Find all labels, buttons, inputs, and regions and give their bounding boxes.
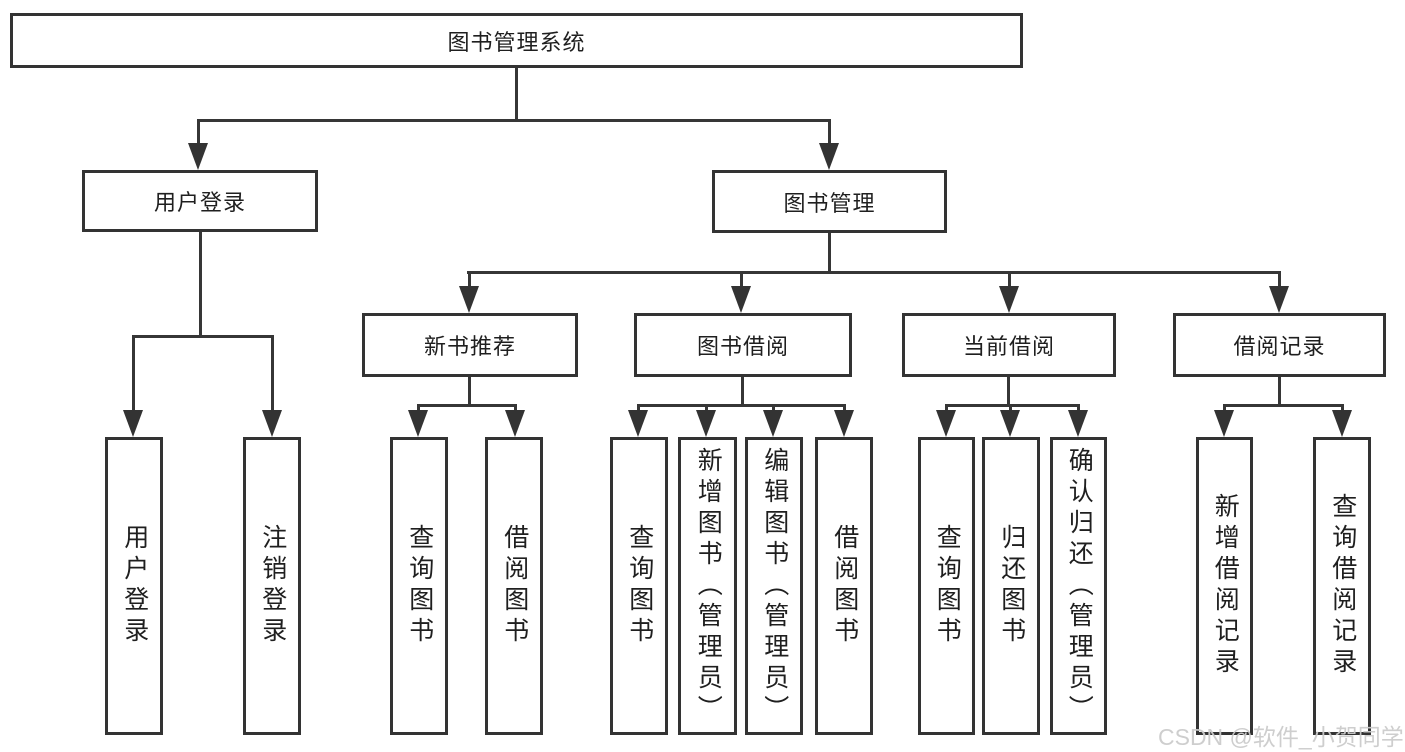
leaf-query-borrow-record: 查询借阅记录: [1313, 437, 1371, 735]
connector-drop: [828, 119, 831, 145]
node-borrow-records: 借阅记录: [1173, 313, 1386, 377]
arrow-down-icon: [731, 286, 751, 313]
arrow-down-icon: [188, 143, 208, 170]
node-user-login-branch: 用户登录: [82, 170, 318, 232]
leaf-label: 查询图书: [625, 524, 654, 648]
node-borrow-records-label: 借阅记录: [1233, 334, 1326, 359]
leaf-label: 确认归还（管理员）: [1065, 446, 1094, 726]
connector-drop: [271, 335, 274, 412]
connector-stem: [828, 233, 831, 274]
connector-stem: [741, 377, 744, 407]
connector-stem: [468, 377, 471, 407]
node-user-login-label: 用户登录: [153, 190, 246, 215]
leaf-label: 编辑图书（管理员）: [760, 446, 789, 726]
connector-bus: [945, 404, 1080, 407]
arrow-down-icon: [1269, 286, 1289, 313]
leaf-label: 新增图书（管理员）: [694, 446, 723, 726]
node-current-borrowing-label: 当前借阅: [962, 334, 1055, 359]
connector-bus: [417, 404, 517, 407]
connector-stem: [1007, 377, 1010, 407]
connector-drop: [417, 404, 420, 413]
node-root-system: 图书管理系统: [10, 13, 1023, 68]
arrow-down-icon: [123, 410, 143, 437]
connector-drop: [772, 404, 775, 413]
arrow-down-icon: [819, 143, 839, 170]
leaf-label: 查询借阅记录: [1328, 493, 1357, 679]
leaf-logout: 注销登录: [243, 437, 301, 735]
leaf-user-login-label: 用户登录: [120, 524, 149, 648]
connector-bus: [1223, 404, 1344, 407]
arrow-down-icon: [628, 410, 648, 437]
node-new-book-recommend: 新书推荐: [362, 313, 578, 377]
connector-drop: [132, 335, 135, 412]
arrow-down-icon: [1214, 410, 1234, 437]
arrow-down-icon: [1332, 410, 1352, 437]
connector-drop: [843, 404, 846, 413]
leaf-query-books-current: 查询图书: [918, 437, 975, 735]
leaf-query-books-recommend: 查询图书: [390, 437, 448, 735]
node-book-borrowing: 图书借阅: [634, 313, 852, 377]
arrow-down-icon: [459, 286, 479, 313]
arrow-down-icon: [262, 410, 282, 437]
node-current-borrowing: 当前借阅: [902, 313, 1116, 377]
node-new-book-recommend-label: 新书推荐: [423, 334, 516, 359]
connector-drop: [514, 404, 517, 413]
connector-bus: [197, 119, 831, 122]
connector-bus: [467, 271, 1281, 274]
connector-drop: [468, 271, 471, 287]
connector-drop: [637, 404, 640, 413]
connector-bus: [132, 335, 274, 338]
arrow-down-icon: [1068, 410, 1088, 437]
leaf-label: 新增借阅记录: [1211, 493, 1240, 679]
leaf-edit-books-admin: 编辑图书（管理员）: [745, 437, 803, 735]
leaf-add-books-admin: 新增图书（管理员）: [678, 437, 737, 735]
connector-drop: [1278, 271, 1281, 287]
connector-bus: [637, 404, 846, 407]
connector-stem: [199, 232, 202, 338]
leaf-label: 归还图书: [997, 524, 1026, 648]
connector-drop: [705, 404, 708, 413]
node-book-management-branch: 图书管理: [712, 170, 947, 233]
leaf-return-books: 归还图书: [982, 437, 1040, 735]
node-book-borrowing-label: 图书借阅: [696, 334, 789, 359]
connector-stem: [515, 68, 518, 122]
leaf-borrow-books-recommend: 借阅图书: [485, 437, 543, 735]
arrow-down-icon: [1000, 410, 1020, 437]
connector-drop: [197, 119, 200, 145]
leaf-confirm-return-admin: 确认归还（管理员）: [1050, 437, 1107, 735]
arrow-down-icon: [999, 286, 1019, 313]
leaf-query-books-borrowing: 查询图书: [610, 437, 668, 735]
connector-drop: [1009, 404, 1012, 413]
arrow-down-icon: [505, 410, 525, 437]
leaf-label: 查询图书: [933, 524, 962, 648]
arrow-down-icon: [408, 410, 428, 437]
leaf-borrow-books: 借阅图书: [815, 437, 873, 735]
connector-drop: [1223, 404, 1226, 413]
connector-drop: [1008, 271, 1011, 287]
connector-stem: [1278, 377, 1281, 407]
leaf-label: 借阅图书: [500, 524, 529, 648]
leaf-label: 借阅图书: [830, 524, 859, 648]
leaf-label: 查询图书: [405, 524, 434, 648]
csdn-watermark: CSDN @软件_小贺同学: [1158, 724, 1404, 750]
arrow-down-icon: [696, 410, 716, 437]
leaf-add-borrow-record: 新增借阅记录: [1196, 437, 1253, 735]
node-book-management-label: 图书管理: [783, 190, 876, 216]
arrow-down-icon: [834, 410, 854, 437]
arrow-down-icon: [763, 410, 783, 437]
arrow-down-icon: [936, 410, 956, 437]
connector-drop: [740, 271, 743, 287]
connector-drop: [1341, 404, 1344, 413]
leaf-user-login: 用户登录: [105, 437, 163, 735]
connector-drop: [1077, 404, 1080, 413]
leaf-logout-label: 注销登录: [258, 524, 287, 648]
connector-drop: [945, 404, 948, 413]
node-root-label: 图书管理系统: [447, 29, 586, 55]
